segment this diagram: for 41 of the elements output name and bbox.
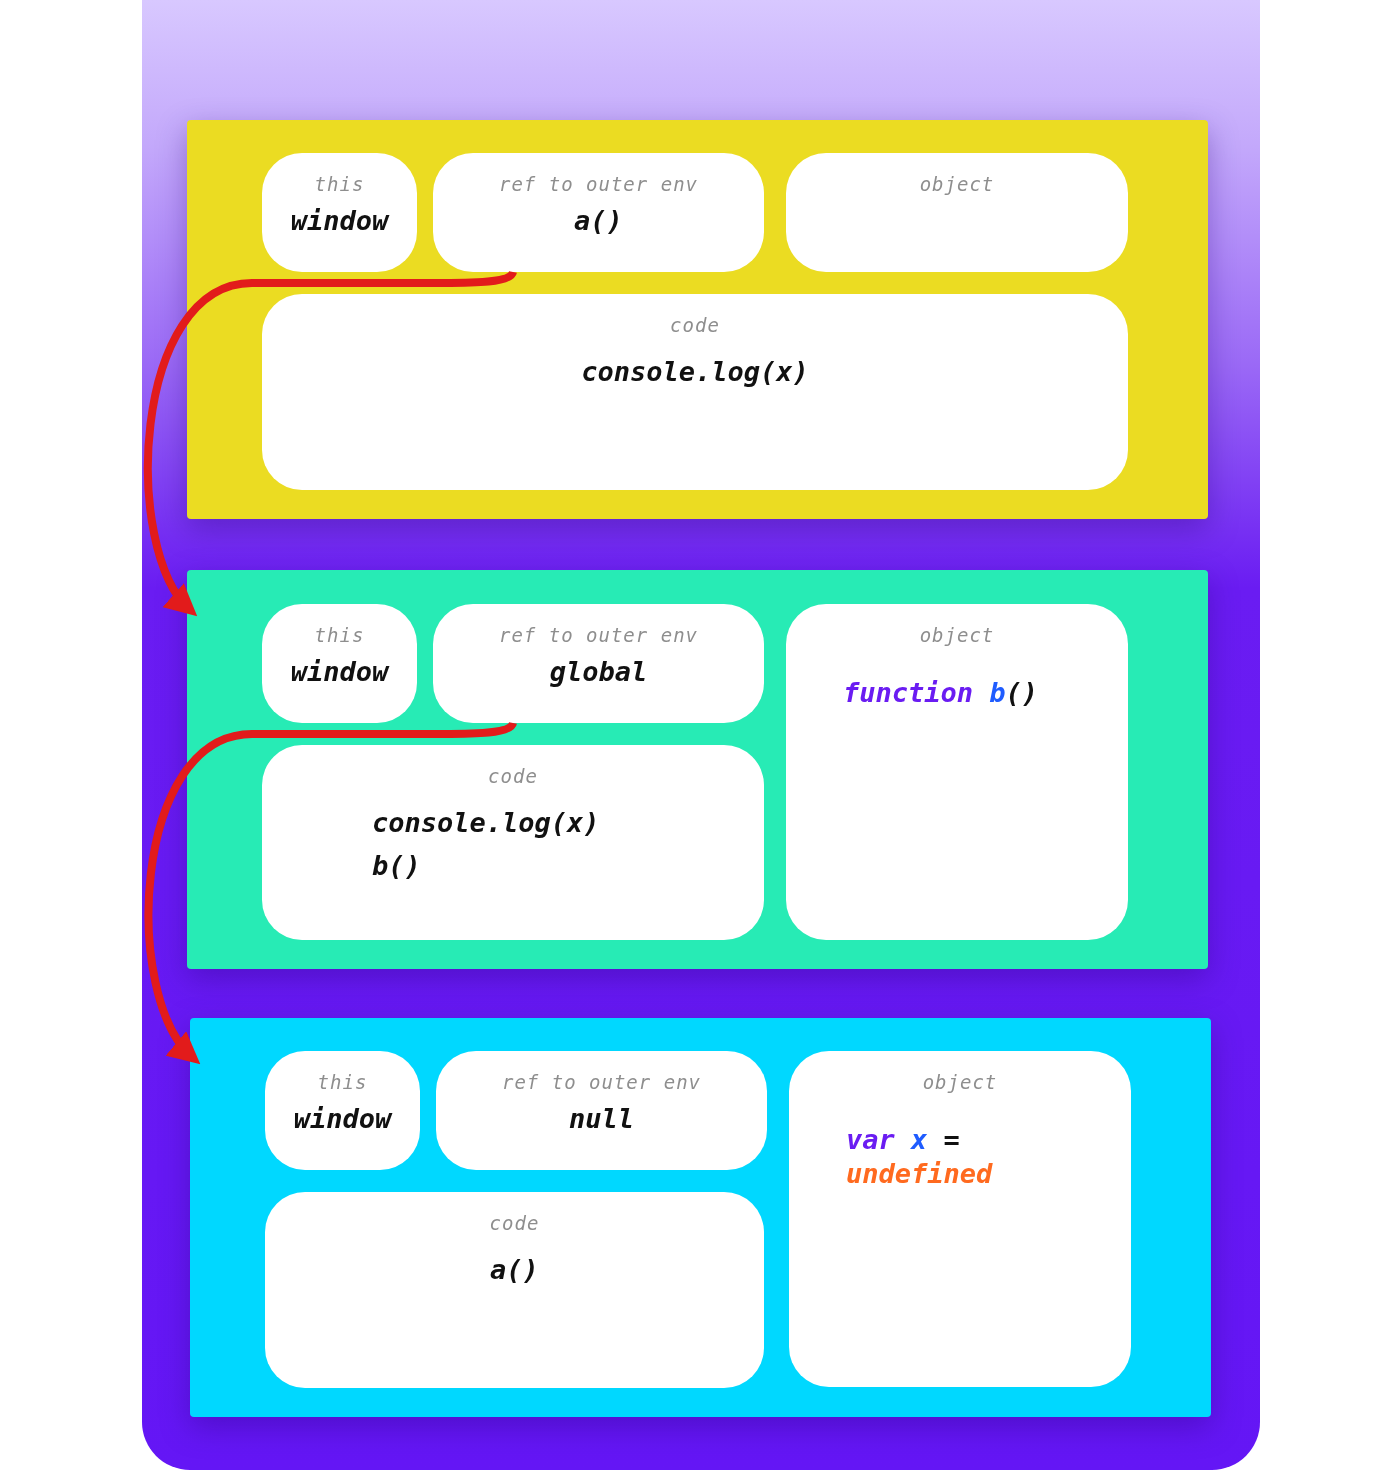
field-card — [433, 153, 764, 272]
curved-arrow — [143, 269, 516, 618]
code-text: null — [569, 1102, 634, 1136]
field-caption: ref to outer env — [499, 173, 698, 195]
field-card — [262, 745, 764, 940]
curved-arrow — [144, 720, 516, 1066]
code-text: b() — [372, 849, 421, 884]
field-caption: this — [314, 173, 365, 195]
code-text: console.log(x) — [581, 355, 809, 389]
code-text: var x = undefined — [846, 1123, 994, 1191]
field-card — [265, 1192, 764, 1388]
field-caption: ref to outer env — [499, 624, 698, 646]
field-caption: code — [488, 765, 538, 787]
field-card — [786, 153, 1128, 272]
field-card — [262, 153, 417, 272]
code-text: a() — [490, 1253, 539, 1287]
frame-panel — [187, 120, 1208, 519]
code-text: window — [293, 1102, 392, 1136]
code-text: window — [290, 204, 389, 238]
field-card — [265, 1051, 420, 1170]
field-caption: this — [314, 624, 365, 646]
code-text: global — [549, 655, 648, 689]
field-caption: object — [919, 173, 995, 195]
field-caption: object — [919, 624, 995, 646]
code-text: a() — [574, 204, 623, 238]
field-card — [789, 1051, 1131, 1387]
field-caption: object — [922, 1071, 998, 1093]
field-card — [786, 604, 1128, 940]
code-text: window — [290, 655, 389, 689]
field-caption: code — [670, 314, 720, 336]
field-caption: this — [317, 1071, 368, 1093]
field-caption: code — [489, 1212, 540, 1234]
frame-panel — [190, 1018, 1211, 1417]
code-text: console.log(x) — [372, 806, 600, 840]
frame-panel — [187, 570, 1208, 969]
field-card — [433, 604, 764, 723]
field-card — [262, 604, 417, 723]
field-card — [436, 1051, 767, 1170]
code-text: function b() — [843, 676, 1039, 710]
field-card — [262, 294, 1128, 490]
field-caption: ref to outer env — [502, 1071, 701, 1093]
